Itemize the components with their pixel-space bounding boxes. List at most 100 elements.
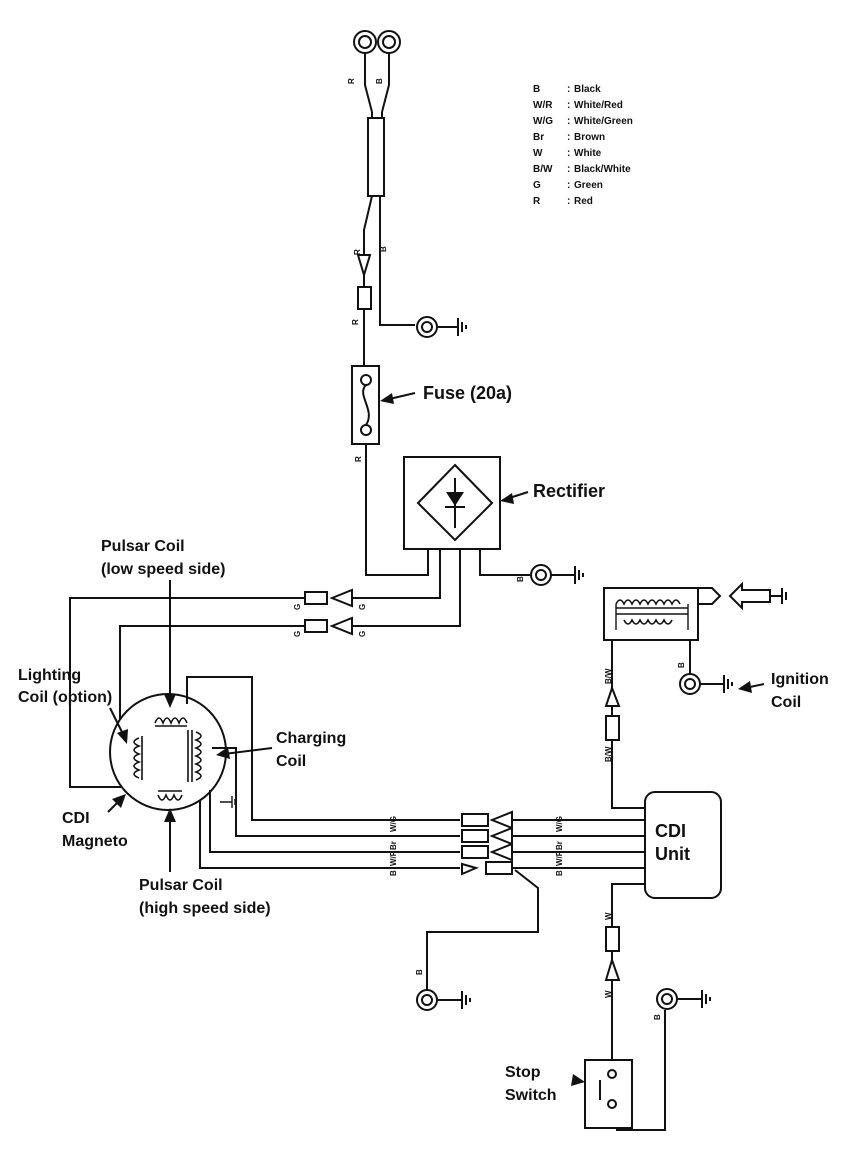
tag-b-top: B	[375, 78, 384, 84]
ignition-coil	[603, 587, 722, 641]
svg-text::: :	[567, 84, 570, 95]
pulsar-high-label-1: Pulsar Coil	[139, 877, 223, 894]
legend-name-bw: Black/White	[574, 164, 631, 175]
connector-female-r	[357, 286, 372, 310]
magneto-housing	[109, 693, 227, 811]
tag-r-4: R	[354, 456, 363, 462]
connector-g-2	[304, 616, 360, 636]
connector-w-male	[604, 956, 621, 981]
charging-label-2: Coil	[276, 753, 306, 770]
legend-name-b: Black	[574, 84, 601, 95]
wire-b-to-ground	[379, 196, 415, 326]
battery-terminals	[353, 30, 401, 54]
tag-wg-right: W/G	[555, 816, 564, 832]
tag-r-3: R	[351, 319, 360, 325]
ground-stop-switch	[656, 988, 711, 1010]
legend-name-wr: White/Red	[574, 100, 623, 111]
wire-w-cdi	[611, 883, 645, 927]
pulsar-low-label-1: Pulsar Coil	[101, 538, 185, 555]
wire-r-top	[364, 53, 373, 113]
tag-g-1b: G	[358, 604, 367, 610]
svg-text::: :	[567, 180, 570, 191]
rectifier-label: Rectifier	[533, 481, 605, 501]
charging-pointer	[223, 747, 273, 755]
wire-br-magneto	[212, 747, 460, 837]
spark-plug-icon	[728, 581, 771, 611]
svg-text::: :	[567, 100, 570, 111]
ignition-label-1: Ignition	[771, 671, 829, 688]
tag-g-1a: G	[293, 604, 302, 610]
wire-wg-magneto	[186, 676, 460, 821]
pulsar-high-label-2: (high speed side)	[139, 900, 271, 917]
color-legend: B : Black W/R : White/Red W/G : White/Gr…	[533, 84, 633, 207]
svg-text::: :	[567, 148, 570, 159]
tag-b-cdi-ground: B	[415, 969, 424, 975]
legend-code-br: Br	[533, 132, 544, 143]
wire-bw-cdi-bottom	[611, 740, 645, 809]
stop-label-2: Switch	[505, 1087, 557, 1104]
charging-label-1: Charging	[276, 730, 346, 747]
cdi-magneto	[109, 693, 236, 811]
connector-bw-male	[604, 685, 621, 707]
legend-name-w: White	[574, 148, 602, 159]
tag-b-left: B	[389, 870, 398, 876]
wire-sleeve	[367, 117, 385, 197]
wire-b-stop-ground	[616, 1010, 666, 1131]
charging-coil	[193, 731, 202, 781]
cdi-unit	[644, 791, 722, 899]
spark-plug-lead	[697, 587, 722, 605]
connector-g-1	[304, 588, 360, 608]
connector-w-female	[605, 926, 620, 952]
svg-text::: :	[567, 196, 570, 207]
tag-wr-left: W/R	[389, 850, 398, 866]
fuse-label: Fuse (20a)	[423, 383, 512, 403]
stop-label-1: Stop	[505, 1064, 541, 1081]
pulsar-coil-high	[157, 792, 183, 801]
tag-b-right: B	[555, 870, 564, 876]
ground-ignition	[679, 673, 733, 695]
wire-b-top	[381, 53, 390, 113]
ground-battery	[416, 316, 467, 338]
tag-r-2: R	[353, 249, 362, 255]
rectifier	[403, 456, 501, 550]
wire-g-lighting-right	[119, 625, 305, 735]
wire-g-2	[360, 549, 461, 627]
cdi-unit-label-2: Unit	[655, 844, 690, 864]
wire-r-fuse-to-rectifier	[365, 444, 429, 576]
tag-wg-left: W/G	[389, 816, 398, 832]
legend-name-r: Red	[574, 196, 593, 207]
legend-code-wg: W/G	[533, 116, 553, 127]
svg-text::: :	[567, 116, 570, 127]
connector-male-r	[356, 254, 372, 279]
legend-name-wg: White/Green	[574, 116, 633, 127]
lighting-coil	[133, 737, 142, 779]
wire-r-split	[363, 195, 373, 255]
legend-code-g: G	[533, 180, 541, 191]
tag-bw-top: B/W	[604, 668, 613, 684]
legend-code-r: R	[533, 196, 541, 207]
tag-wr-right: W/R	[555, 850, 564, 866]
tag-r-top: R	[347, 78, 356, 84]
fuse	[351, 365, 380, 445]
cdi-magneto-label-2: Magneto	[62, 833, 128, 850]
ignition-label-2: Coil	[771, 694, 801, 711]
legend-name-g: Green	[574, 180, 603, 191]
wire-b-magneto	[199, 800, 460, 869]
pulsar-low-label-2: (low speed side)	[101, 561, 225, 578]
tag-b-stop: B	[653, 1014, 662, 1020]
wire-wr-magneto	[209, 790, 460, 853]
stop-switch	[584, 1059, 633, 1129]
connector-bw-female	[605, 715, 620, 741]
ground-cdi	[416, 989, 471, 1011]
wire-g-1	[360, 549, 441, 599]
wire-b-rect-ground	[479, 549, 530, 576]
svg-text::: :	[567, 164, 570, 175]
lighting-label-2: Coil (option)	[18, 689, 112, 706]
tag-br-right: Br	[555, 841, 564, 850]
tag-b-rect: B	[516, 576, 525, 582]
wires-to-cdi	[512, 819, 645, 869]
tag-b-2: B	[379, 246, 388, 252]
tag-b-ignition: B	[677, 662, 686, 668]
wire-b-cdi-ground	[426, 869, 539, 990]
